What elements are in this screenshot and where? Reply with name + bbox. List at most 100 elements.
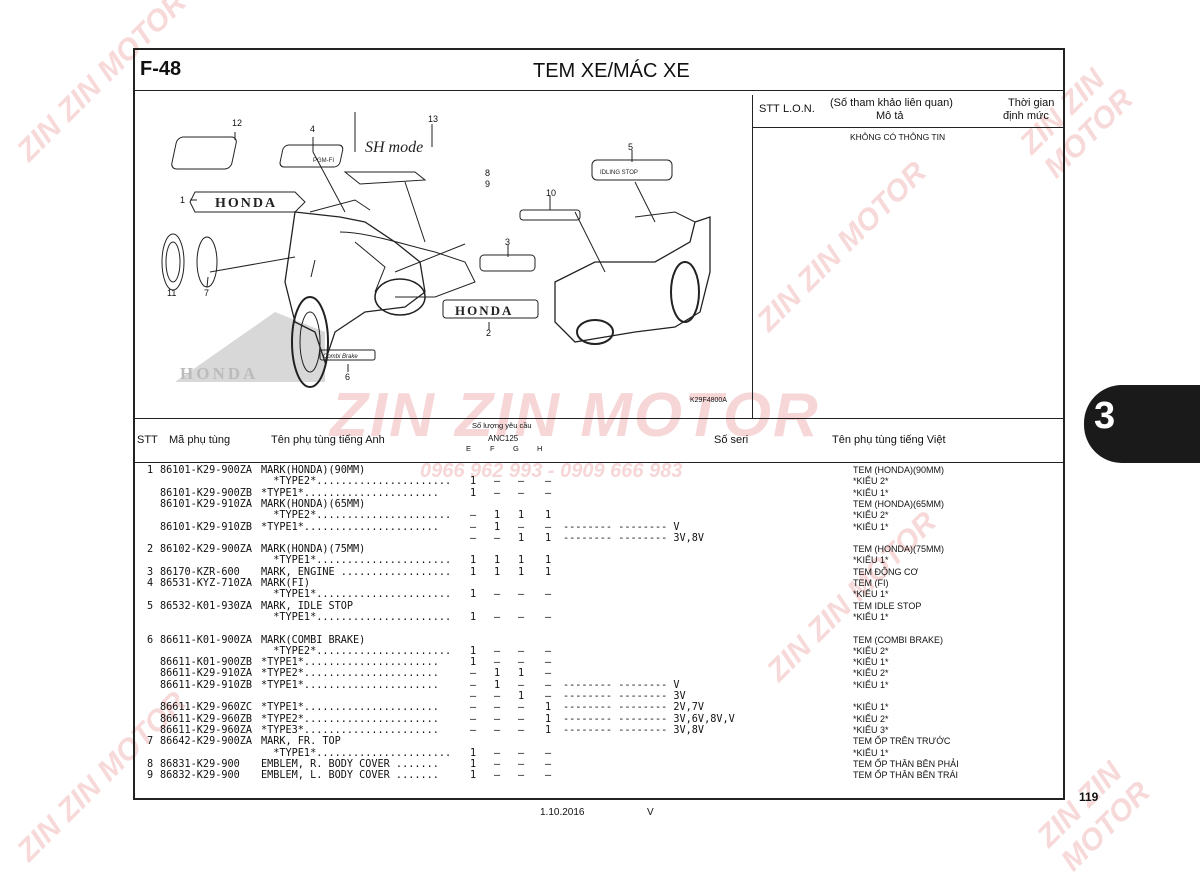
row-qty-h: – <box>545 770 552 782</box>
row-qty-e: 1 <box>470 747 477 759</box>
sticker-6 <box>319 349 376 361</box>
info-col-desc-1: (Số tham khảo liên quan) <box>830 97 953 109</box>
row-qty-e: – <box>470 532 477 544</box>
info-col-lon: L.O.N. <box>783 103 815 115</box>
row-name-en: *TYPE1*...................... <box>261 589 452 601</box>
row-stt: 4 <box>147 578 154 589</box>
row-part-no: 86101-K29-900ZA <box>160 465 253 476</box>
info-col-desc-2: Mô tả <box>876 110 904 122</box>
row-qty-g: – <box>518 657 525 669</box>
row-name-en: MARK(FI) <box>261 578 311 589</box>
row-part-no: 86101-K29-910ZA <box>160 498 253 510</box>
row-serial: -------- -------- 3V,8V <box>563 724 705 736</box>
row-qty-h: – <box>545 487 552 499</box>
row-qty-h: 1 <box>545 724 552 736</box>
row-name-en: *TYPE3*...................... <box>261 724 439 736</box>
row-qty-g: 1 <box>518 555 525 567</box>
row-qty-h: 1 <box>545 510 552 522</box>
row-part-no: 86611-K01-900ZA <box>160 634 253 646</box>
row-qty-f: 1 <box>494 679 501 691</box>
row-qty-g: – <box>518 645 525 657</box>
row-name-vn: *KIỂU 1* <box>853 487 889 498</box>
info-col-stt: STT <box>759 103 780 115</box>
callout-6: 6 <box>345 372 350 382</box>
row-part-no: 86831-K29-900 <box>160 758 240 770</box>
page-frame <box>133 48 1065 800</box>
row-name-en: *TYPE2*...................... <box>261 510 452 522</box>
col-type-h: H <box>537 444 543 453</box>
col-part-no: Mã phụ tùng <box>169 434 231 446</box>
table-row: 86611-K29-910ZA*TYPE2*..................… <box>0 668 1200 679</box>
table-row: 86611-K01-900ZB*TYPE1*..................… <box>0 657 1200 668</box>
row-qty-h: – <box>545 691 552 702</box>
row-name-vn: *KIỂU 1* <box>853 521 889 532</box>
row-name-vn: *KIỂU 1* <box>853 611 889 622</box>
info-empty-text: KHÔNG CÓ THÔNG TIN <box>850 132 946 142</box>
table-row: 86611-K29-960ZC*TYPE1*..................… <box>0 702 1200 713</box>
footer-date: 1.10.2016 <box>540 807 585 818</box>
row-qty-e: – <box>470 679 477 691</box>
row-name-en: *TYPE1*...................... <box>261 555 452 567</box>
row-qty-e: 1 <box>470 555 477 567</box>
row-stt: 5 <box>147 600 154 612</box>
row-qty-e: – <box>470 668 477 680</box>
row-name-en: *TYPE1*...................... <box>261 611 452 623</box>
row-qty-e: 1 <box>470 645 477 657</box>
row-qty-e: – <box>470 724 477 736</box>
row-name-en: *TYPE2*...................... <box>261 645 452 657</box>
page-number: 119 <box>1079 790 1099 804</box>
row-name-vn: TEM ỐP THÂN BÊN TRÁI <box>853 770 959 781</box>
row-qty-h: – <box>545 521 552 533</box>
page-title: TEM XE/MÁC XE <box>533 60 690 82</box>
row-qty-h: – <box>545 668 552 680</box>
row-qty-g: – <box>518 770 525 782</box>
row-qty-g: 1 <box>518 691 525 702</box>
row-name-en: MARK(HONDA)(75MM) <box>261 544 366 556</box>
row-qty-h: 1 <box>545 713 552 725</box>
callout-5: 5 <box>628 142 633 152</box>
row-qty-h: 1 <box>545 532 552 544</box>
row-qty-h: – <box>545 758 552 770</box>
sticker-3 <box>479 254 536 272</box>
table-row: 86611-K29-910ZB*TYPE1*..................… <box>0 680 1200 691</box>
row-qty-g: – <box>518 589 525 601</box>
row-qty-f: – <box>494 476 501 488</box>
row-qty-g: – <box>518 702 525 714</box>
row-qty-f: – <box>494 645 501 657</box>
sticker-10 <box>519 209 581 221</box>
row-qty-e: 1 <box>470 657 477 669</box>
table-row: *TYPE1*......................1–––*KIỂU 1… <box>0 589 1200 600</box>
row-qty-f: – <box>494 691 501 702</box>
row-name-en: *TYPE2*...................... <box>261 476 452 488</box>
col-type-e: E <box>466 444 472 453</box>
sticker-1 <box>189 191 306 213</box>
row-serial: -------- -------- V <box>563 679 680 691</box>
row-stt: 8 <box>147 758 154 770</box>
row-qty-f: – <box>494 770 501 782</box>
row-name-vn: TEM IDLE STOP <box>853 600 922 611</box>
diagram-combi-brake-label: Combi Brake <box>323 354 358 360</box>
row-name-vn: *KIỂU 2* <box>853 713 889 724</box>
sticker-2 <box>442 299 539 319</box>
row-stt: 3 <box>147 566 154 578</box>
sticker-4 <box>279 144 344 168</box>
diagram-info-divider <box>752 95 753 418</box>
row-qty-f: – <box>494 611 501 623</box>
row-qty-g: – <box>518 476 525 488</box>
row-qty-e: – <box>470 521 477 533</box>
callout-11: 11 <box>167 288 176 298</box>
col-name-vn: Tên phụ tùng tiếng Việt <box>832 434 946 446</box>
parts-diagram: HONDA HONDA HONDA PGM-FI IDLING STOP Com… <box>161 112 727 404</box>
row-qty-e: – <box>470 510 477 522</box>
row-qty-g: – <box>518 521 525 533</box>
column-header-divider <box>133 462 1065 463</box>
info-header-divider <box>752 127 1065 128</box>
row-qty-f: – <box>494 532 501 544</box>
diagram-code: K29F4800A <box>690 397 727 404</box>
